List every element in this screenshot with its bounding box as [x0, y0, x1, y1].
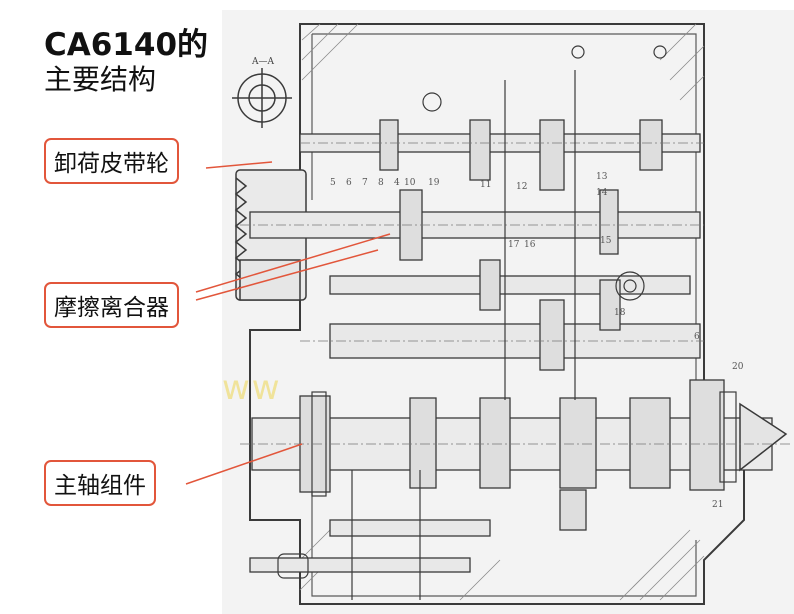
page-title: CA6140的 主要结构 — [44, 27, 209, 96]
part-number: 6 — [694, 332, 700, 342]
part-number: 19 — [428, 178, 440, 188]
callout-pulley: 卸荷皮带轮 — [44, 138, 179, 184]
part-number: 16 — [524, 240, 536, 250]
part-number: 10 — [404, 178, 416, 188]
part-number: 14 — [596, 188, 608, 198]
callout-spindle: 主轴组件 — [44, 460, 156, 506]
part-number: 7 — [362, 178, 368, 188]
part-number: 12 — [516, 182, 528, 192]
centerlines — [240, 142, 792, 445]
part-number: 17 — [508, 240, 520, 250]
spindle-nose — [739, 402, 788, 472]
part-number: 6 — [346, 178, 352, 188]
part-number: 21 — [712, 500, 724, 510]
watermark: ww — [222, 368, 282, 408]
title-line-1: CA6140的 — [44, 27, 209, 63]
section-label: A—A — [251, 57, 274, 67]
part-number: 4 — [394, 178, 400, 188]
gears — [299, 119, 725, 531]
callout-clutch: 摩擦离合器 — [44, 282, 179, 328]
title-line-2: 主要结构 — [44, 62, 157, 96]
shift-rods — [351, 70, 576, 600]
part-number: 11 — [480, 180, 492, 190]
part-number: 15 — [600, 236, 612, 246]
part-number: 13 — [596, 172, 608, 182]
section-view — [232, 68, 292, 128]
leader-lines — [185, 161, 391, 485]
part-number: 8 — [378, 178, 384, 188]
part-number: 5 — [330, 178, 336, 188]
part-number: 20 — [732, 362, 744, 372]
part-number: 18 — [614, 308, 626, 318]
housing-inner-wall — [311, 33, 697, 597]
drawing-paper — [222, 10, 794, 614]
